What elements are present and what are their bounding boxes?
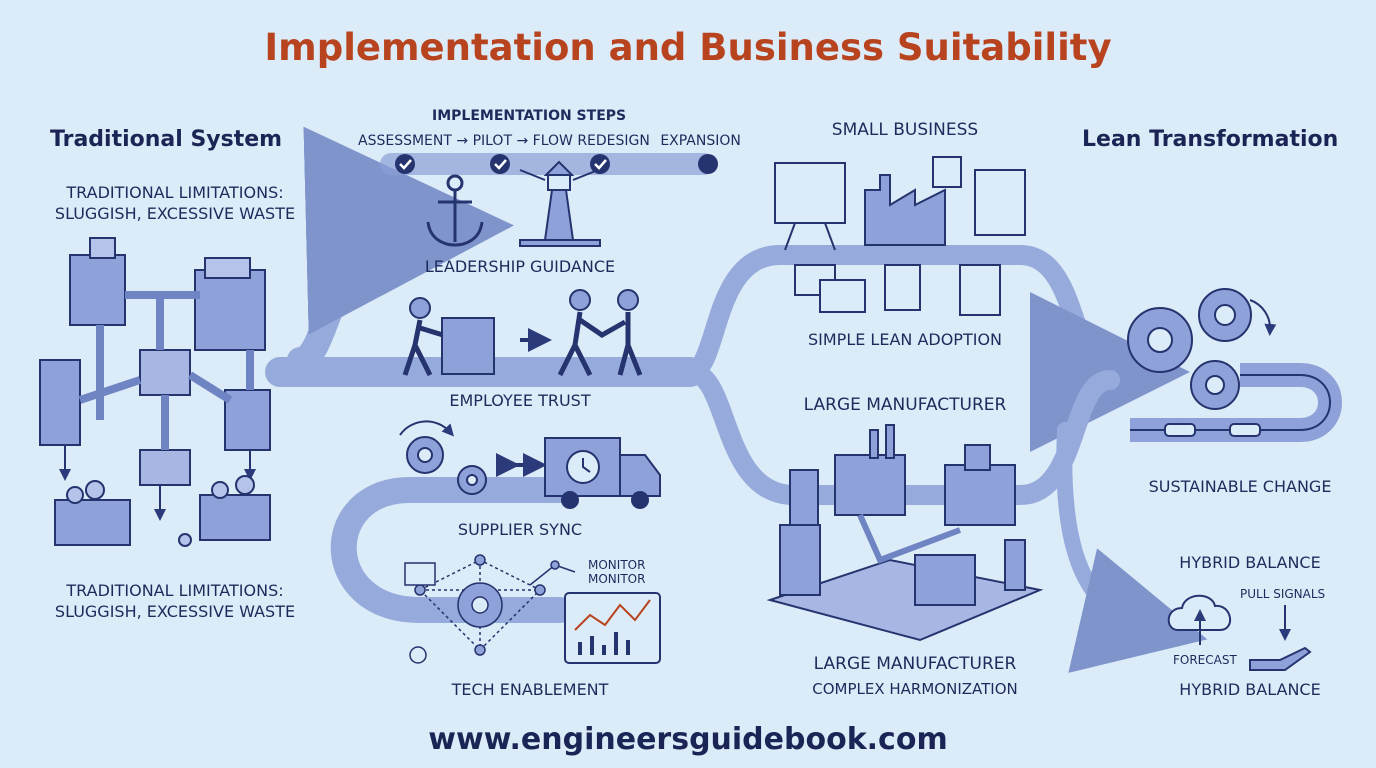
documents-icon [884,264,921,311]
hand-signal-icon [1249,605,1312,671]
traditional-system-heading: Traditional System [50,127,283,152]
step-arrow: → [456,133,469,149]
traditional-limitations-top: TRADITIONAL LIMITATIONS: SLUGGISH, EXCES… [30,182,320,224]
implementation-steps-heading: IMPLEMENTATION STEPS [432,108,627,124]
flow-supplier-loop [330,477,573,623]
step-flow-redesign: FLOW REDESIGN [532,133,650,149]
leadership-guidance-label: LEADERSHIP GUIDANCE [424,257,616,276]
simple-lean-adoption-label: SIMPLE LEAN ADOPTION [807,330,1003,349]
monitor-label: MONITOR MONITOR [588,558,645,586]
kanban-board-icon [774,162,846,224]
pull-signals-label: PULL SIGNALS [1240,587,1326,601]
network-icon [404,554,576,664]
step-assessment: ASSESSMENT [358,133,452,149]
step-end-icon [698,154,718,174]
limitations-line: SLUGGISH, EXCESSIVE WASTE [54,602,296,621]
page-title: Implementation and Business Suitability [264,26,1112,69]
waste-bin-icon [54,499,131,546]
limitations-line: TRADITIONAL LIMITATIONS: [66,183,284,202]
monitor-line: MONITOR [588,558,646,572]
gears-icon [399,420,487,495]
lean-transformation-heading: Lean Transformation [1082,127,1339,152]
waste-bin-icon [199,494,271,541]
step-check-icon [490,154,510,174]
resume-icon [959,264,1001,316]
forecast-label: FORECAST [1173,653,1237,667]
step-arrow: → [516,133,529,149]
employee-trust-label: EMPLOYEE TRUST [449,391,591,410]
truck-icon [544,437,661,509]
tech-enablement-label: TECH ENABLEMENT [451,680,609,699]
cards-icon [819,279,866,313]
hybrid-balance-heading: HYBRID BALANCE [1179,553,1321,572]
step-pilot: PILOT [472,133,513,149]
factory-icon [864,174,946,246]
large-manufacturer-plant-illustration [766,424,1044,642]
flow-up-leadership [287,126,514,373]
monitor-dashboard-icon [564,592,661,664]
step-check-icon [590,154,610,174]
flow-branch-up [680,245,1190,452]
supplier-sync-label: SUPPLIER SYNC [457,520,583,539]
hybrid-balance-caption: HYBRID BALANCE [1179,680,1321,699]
small-business-icons [774,156,1026,316]
footer-url: www.engineersguidebook.com [428,722,948,757]
lean-pipe-icon [1130,363,1342,442]
steps-bar [380,153,718,175]
lean-gears-icon [1127,288,1277,410]
large-manufacturer-heading-bottom: LARGE MANUFACTURER [813,654,1017,674]
sustainable-change-label: SUSTAINABLE CHANGE [1148,477,1332,496]
small-business-heading: SMALL BUSINESS [831,120,979,140]
lighthouse-icon [519,160,601,247]
cloud-icon [1167,594,1231,645]
limitations-line: TRADITIONAL LIMITATIONS: [66,581,284,600]
clipboard-icon [974,169,1026,236]
document-icon [932,156,962,188]
implementation-steps-sequence: ASSESSMENT → PILOT → FLOW REDESIGN EXPAN… [358,133,741,149]
anchor-icon [426,174,484,247]
large-manufacturer-heading: LARGE MANUFACTURER [803,395,1007,415]
flow-hybrid [1056,422,1208,673]
limitations-line: SLUGGISH, EXCESSIVE WASTE [54,204,296,223]
step-check-icon [395,154,415,174]
step-expansion: EXPANSION [660,133,741,149]
complex-harmonization-label: COMPLEX HARMONIZATION [812,680,1018,698]
people-pushing-box-icon [402,289,643,377]
monitor-line: MONITOR [588,572,646,586]
traditional-machinery-illustration [39,237,271,547]
traditional-limitations-bottom: TRADITIONAL LIMITATIONS: SLUGGISH, EXCES… [30,580,320,622]
